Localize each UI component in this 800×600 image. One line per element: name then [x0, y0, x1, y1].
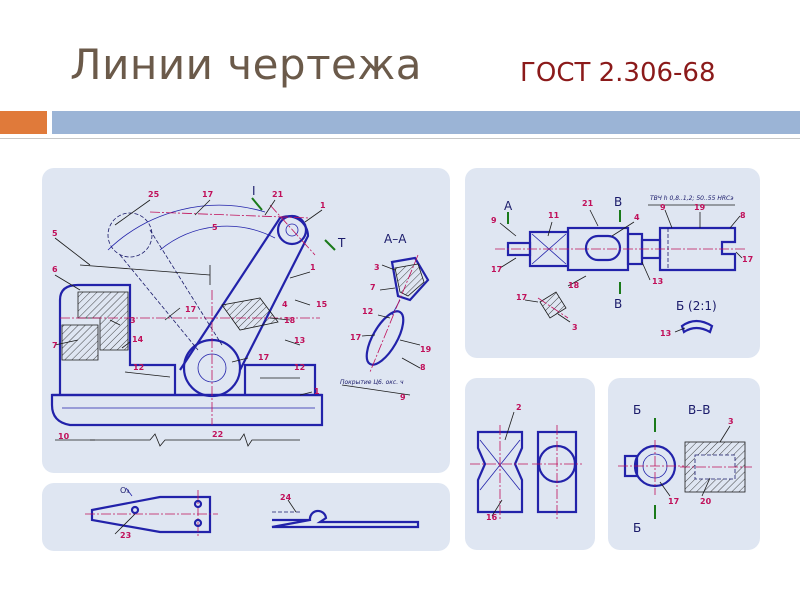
svg-text:7: 7: [52, 341, 58, 350]
svg-text:6: 6: [52, 265, 58, 274]
svg-text:3: 3: [728, 417, 734, 426]
svg-text:17: 17: [516, 293, 527, 302]
svg-text:11: 11: [548, 211, 560, 220]
svg-text:12: 12: [133, 363, 144, 372]
svg-text:8: 8: [740, 211, 746, 220]
svg-text:12: 12: [294, 363, 305, 372]
svg-text:24: 24: [280, 493, 292, 502]
svg-text:17: 17: [668, 497, 679, 506]
svg-text:17: 17: [491, 265, 502, 274]
svg-text:25: 25: [148, 190, 160, 199]
section-mark-v-lower: В: [614, 297, 622, 311]
collar-views-drawing: [470, 411, 582, 520]
svg-text:5: 5: [212, 223, 218, 232]
svg-text:9: 9: [491, 216, 497, 225]
svg-text:8: 8: [420, 363, 426, 372]
svg-text:2: 2: [516, 403, 522, 412]
section-view-drawing: [618, 418, 752, 519]
svg-text:4: 4: [282, 300, 288, 309]
svg-text:5: 5: [52, 229, 58, 238]
svg-text:19: 19: [420, 345, 432, 354]
svg-text:13: 13: [652, 277, 663, 286]
svg-text:13: 13: [660, 329, 671, 338]
section-v-v-label: В–В: [688, 403, 710, 417]
svg-text:21: 21: [272, 190, 284, 199]
svg-text:18: 18: [568, 281, 580, 290]
svg-text:17: 17: [202, 190, 213, 199]
svg-text:14: 14: [132, 335, 144, 344]
section-mark-t: Т: [337, 236, 346, 250]
svg-text:9: 9: [400, 393, 406, 402]
svg-text:22: 22: [212, 430, 223, 439]
svg-text:23: 23: [120, 531, 131, 540]
small-panel-labels: 23 О₃ 24: [120, 486, 292, 540]
page-title: Линии чертежа: [70, 40, 422, 89]
heat-treatment-note: ТВЧ h 0,8..1,2; 50..55 HRCэ: [650, 195, 734, 202]
svg-text:1: 1: [320, 201, 326, 210]
section-a-a-label: А–А: [384, 232, 407, 246]
section-panel-labels: Б Б В–В 3 17 20: [633, 403, 734, 535]
svg-text:21: 21: [582, 199, 594, 208]
svg-text:1: 1: [310, 263, 316, 272]
panel-small-a: [42, 483, 450, 551]
tapered-part-drawing: [85, 487, 218, 538]
coating-note: Покрытие Ц6. окс. ч: [340, 379, 404, 386]
top-right-labels: А В В Б (2:1) ТВЧ h 0,8..1,2; 50..55 HRC…: [491, 195, 753, 338]
section-mark-b-lower: Б: [633, 521, 641, 535]
surface-mark-o3: О₃: [120, 486, 130, 495]
gost-subtitle: ГОСТ 2.306-68: [520, 58, 716, 88]
svg-text:17: 17: [258, 353, 269, 362]
svg-text:16: 16: [486, 513, 498, 522]
shaft-assembly-drawing: [495, 204, 745, 334]
svg-text:17: 17: [185, 305, 196, 314]
main-panel-labels: I Т А–А 25 17 21 1 5 5 6 1 3 4 15 17 18 …: [52, 184, 432, 441]
svg-text:10: 10: [58, 432, 70, 441]
mid-panel-labels: 2 16: [486, 403, 522, 522]
main-mechanism-drawing: [50, 197, 430, 447]
section-mark-v: В: [614, 195, 622, 209]
svg-text:17: 17: [742, 255, 753, 264]
section-mark-b: Б: [633, 403, 641, 417]
svg-text:19: 19: [694, 203, 706, 212]
svg-text:20: 20: [700, 497, 712, 506]
svg-text:18: 18: [284, 316, 296, 325]
view-b-scale: Б (2:1): [676, 299, 717, 313]
section-mark-i: I: [252, 184, 256, 198]
svg-text:1: 1: [314, 387, 320, 396]
svg-text:15: 15: [316, 300, 328, 309]
section-mark-a: А: [504, 199, 513, 213]
bent-strip-drawing: [271, 499, 420, 529]
svg-text:3: 3: [130, 316, 136, 325]
svg-text:3: 3: [572, 323, 578, 332]
svg-text:7: 7: [370, 283, 376, 292]
svg-text:12: 12: [362, 307, 373, 316]
accent-bar-orange: [0, 111, 47, 134]
accent-bar-blue: [52, 111, 800, 134]
svg-text:13: 13: [294, 336, 305, 345]
svg-text:4: 4: [634, 213, 640, 222]
header-rule: [0, 138, 800, 139]
svg-text:3: 3: [374, 263, 380, 272]
svg-text:9: 9: [660, 203, 666, 212]
svg-text:17: 17: [350, 333, 361, 342]
